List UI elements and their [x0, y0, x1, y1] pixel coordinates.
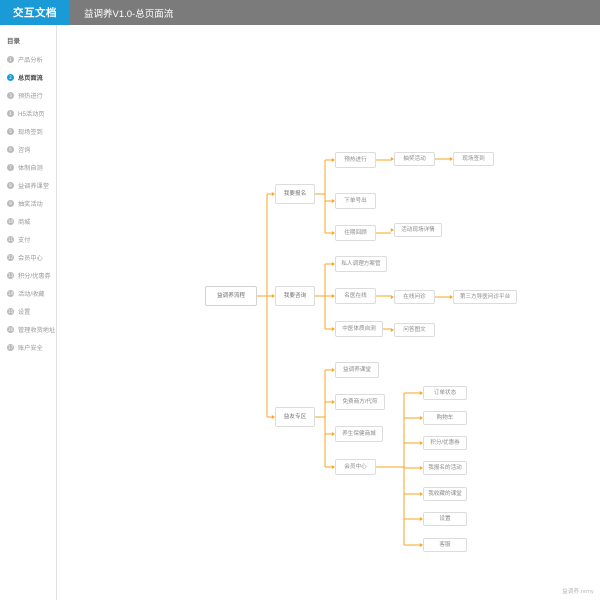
diagram-canvas[interactable]: 益调养流程 我要报名我要咨询益友专区 预热进行下单号出往期回顾 抽奖活动 现场签到活动现…	[57, 25, 600, 600]
sidebar-item-number-icon: 8	[7, 181, 14, 189]
mindmap-node[interactable]: 积分/优惠券	[423, 436, 467, 450]
mindmap-node[interactable]: 订单状态	[423, 386, 467, 400]
sidebar-item-12[interactable]: 12 会员中心	[0, 248, 56, 266]
connector-layer	[257, 157, 453, 547]
sidebar-item-5[interactable]: 5 现场签到	[0, 122, 56, 140]
main-shell: 目录 1 产品分析 2 总页面流 3 预热进行 4 H5活动页 5 现场签到 6 咨询 7 体制自测 8 益调…	[0, 25, 600, 600]
sidebar-item-2[interactable]: 2 总页面流	[0, 68, 56, 86]
sidebar: 目录 1 产品分析 2 总页面流 3 预热进行 4 H5活动页 5 现场签到 6 咨询 7 体制自测 8 益调…	[0, 25, 57, 600]
sidebar-item-list: 1 产品分析 2 总页面流 3 预热进行 4 H5活动页 5 现场签到 6 咨询 7 体制自测 8 益调养课堂…	[0, 50, 56, 356]
mindmap-node[interactable]: 现场签到	[453, 152, 494, 166]
sidebar-item-number-icon: 2	[7, 73, 14, 81]
mindmap-node[interactable]: 设置	[423, 512, 467, 526]
sidebar-item-label: 体制自测	[18, 164, 43, 172]
mindmap-node[interactable]: 我收藏的课堂	[423, 487, 467, 501]
sidebar-item-17[interactable]: 17 账户安全	[0, 338, 56, 356]
mindmap-node[interactable]: 我要报名	[275, 184, 315, 204]
sidebar-item-number-icon: 4	[7, 109, 14, 117]
mindmap-node[interactable]: 活动现场详情	[394, 223, 442, 237]
sidebar-item-8[interactable]: 8 益调养课堂	[0, 176, 56, 194]
mindmap-node[interactable]: 益调养课堂	[335, 362, 379, 378]
sidebar-item-15[interactable]: 15 设置	[0, 302, 56, 320]
mindmap-node[interactable]: 预热进行	[335, 152, 376, 168]
tab-document-title[interactable]: 益调养V1.0-总页面流	[70, 0, 600, 25]
sidebar-item-11[interactable]: 11 支付	[0, 230, 56, 248]
mindmap-node[interactable]: 客服	[423, 538, 467, 552]
sidebar-item-number-icon: 13	[7, 271, 14, 279]
mindmap-node[interactable]: 问答图文	[394, 323, 435, 337]
sidebar-item-number-icon: 5	[7, 127, 14, 135]
sidebar-item-13[interactable]: 13 积分/优惠券	[0, 266, 56, 284]
mindmap-root-node[interactable]: 益调养流程	[205, 286, 257, 306]
sidebar-item-label: 设置	[18, 308, 31, 316]
mindmap-node[interactable]: 第三方导医问诊平台	[453, 290, 517, 304]
mindmap-node[interactable]: 私人调理方案管	[335, 256, 387, 272]
sidebar-item-label: 抽奖活动	[18, 200, 43, 208]
sidebar-item-3[interactable]: 3 预热进行	[0, 86, 56, 104]
sidebar-item-4[interactable]: 4 H5活动页	[0, 104, 56, 122]
sidebar-item-number-icon: 6	[7, 145, 14, 153]
mindmap-node[interactable]: 下单号出	[335, 193, 376, 209]
sidebar-item-14[interactable]: 14 活动/收藏	[0, 284, 56, 302]
mindmap-node[interactable]: 在线问诊	[394, 290, 435, 304]
mindmap-node[interactable]: 往期回顾	[335, 225, 376, 241]
sidebar-item-6[interactable]: 6 咨询	[0, 140, 56, 158]
sidebar-item-label: 咨询	[18, 146, 31, 154]
sidebar-item-label: 总页面流	[18, 74, 43, 82]
mindmap-node[interactable]: 益友专区	[275, 407, 315, 427]
top-bar: 交互文档 益调养V1.0-总页面流	[0, 0, 600, 25]
mindmap-node[interactable]: 名医在线	[335, 288, 376, 304]
sidebar-title: 目录	[7, 38, 20, 45]
mindmap-node[interactable]: 购物车	[423, 411, 467, 425]
mindmap-node[interactable]: 抽奖活动	[394, 152, 435, 166]
sidebar-item-10[interactable]: 10 商城	[0, 212, 56, 230]
sidebar-item-label: 现场签到	[18, 128, 43, 136]
mindmap-node[interactable]: 我要咨询	[275, 286, 315, 306]
sidebar-item-label: 预热进行	[18, 92, 43, 100]
mindmap-node[interactable]: 我报名的活动	[423, 461, 467, 475]
sidebar-item-number-icon: 1	[7, 55, 14, 63]
sidebar-item-number-icon: 14	[7, 289, 14, 297]
sidebar-item-label: 管理收货地址	[18, 326, 56, 334]
sidebar-item-number-icon: 3	[7, 91, 14, 99]
sidebar-item-16[interactable]: 16 管理收货地址	[0, 320, 56, 338]
mindmap-node[interactable]: 免费商方/代煎	[335, 394, 385, 410]
sidebar-item-label: 支付	[18, 236, 31, 244]
sidebar-item-label: H5活动页	[18, 110, 45, 118]
sidebar-item-number-icon: 11	[7, 235, 14, 243]
sidebar-item-label: 产品分析	[18, 56, 43, 64]
sidebar-item-number-icon: 7	[7, 163, 14, 171]
sidebar-item-label: 账户安全	[18, 344, 43, 352]
sidebar-item-number-icon: 15	[7, 307, 14, 315]
sidebar-item-number-icon: 16	[7, 325, 14, 333]
sidebar-item-label: 益调养课堂	[18, 182, 49, 190]
watermark: 益调养.remy	[562, 589, 594, 595]
mindmap-node[interactable]: 会员中心	[335, 459, 376, 475]
sidebar-item-label: 会员中心	[18, 254, 43, 262]
sidebar-item-9[interactable]: 9 抽奖活动	[0, 194, 56, 212]
sidebar-item-number-icon: 9	[7, 199, 14, 207]
sidebar-item-1[interactable]: 1 产品分析	[0, 50, 56, 68]
sidebar-item-label: 商城	[18, 218, 31, 226]
sidebar-item-number-icon: 17	[7, 343, 14, 351]
sidebar-item-label: 积分/优惠券	[18, 272, 51, 280]
sidebar-item-label: 活动/收藏	[18, 290, 45, 298]
tab-interactive-doc[interactable]: 交互文档	[0, 0, 70, 25]
mindmap-node[interactable]: 养生保健商城	[335, 426, 383, 442]
sidebar-item-7[interactable]: 7 体制自测	[0, 158, 56, 176]
sidebar-item-number-icon: 10	[7, 217, 14, 225]
sidebar-item-number-icon: 12	[7, 253, 14, 261]
mindmap-node[interactable]: 中医体质自测	[335, 321, 383, 337]
